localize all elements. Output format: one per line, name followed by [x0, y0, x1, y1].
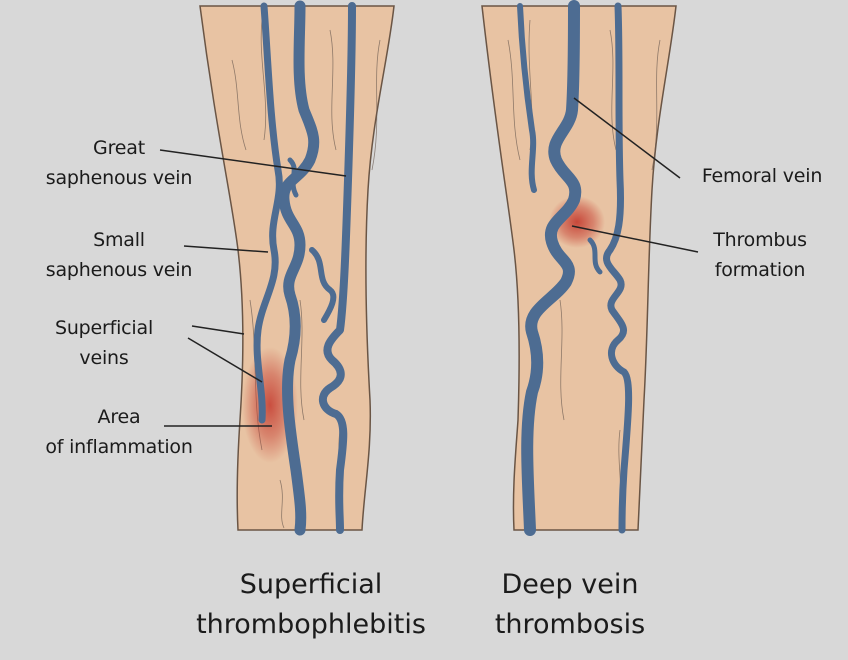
leader-superficial-1 [191, 325, 245, 335]
small-saphenous-vein-left [253, 2, 283, 424]
label-inflammation-line1: Area [97, 406, 141, 428]
caption-deep-vein-thrombosis: Deep vein thrombosis [470, 565, 670, 645]
label-great-saphenous: Great saphenous vein [14, 133, 224, 193]
label-thrombus: Thrombus formation [690, 225, 830, 285]
caption-right-line1: Deep vein [501, 569, 639, 600]
caption-superficial-thrombophlebitis: Superficial thrombophlebitis [166, 565, 456, 645]
label-small-saphenous-line1: Small [93, 229, 145, 251]
left-leg-veins [253, 0, 356, 536]
label-great-saphenous-line1: Great [93, 137, 145, 159]
leader-small-saphenous [183, 245, 269, 253]
leader-lines [159, 97, 699, 427]
label-inflammation-line2: of inflammation [45, 436, 193, 458]
label-femoral-vein-line1: Femoral vein [701, 165, 823, 187]
caption-left-line1: Superficial [239, 569, 383, 600]
label-femoral-vein: Femoral vein [680, 161, 844, 191]
label-thrombus-line2: formation [714, 259, 806, 281]
femoral-vein-right [521, 0, 582, 536]
label-small-saphenous: Small saphenous vein [14, 225, 224, 285]
deep-vein-branch-right [603, 2, 633, 534]
leader-thrombus [571, 225, 699, 253]
label-small-saphenous-line2: saphenous vein [45, 259, 193, 281]
label-thrombus-line1: Thrombus [713, 229, 807, 251]
great-saphenous-vein-left [278, 0, 320, 536]
leader-great-saphenous [159, 149, 347, 177]
leader-femoral [573, 97, 681, 179]
great-saphenous-branch-left [318, 2, 356, 534]
leader-superficial-2 [187, 337, 263, 383]
label-superficial-veins-line2: veins [79, 347, 129, 369]
label-inflammation: Area of inflammation [14, 402, 224, 462]
label-superficial-veins: Superficial veins [24, 313, 184, 373]
caption-right-line2: thrombosis [494, 609, 646, 640]
label-great-saphenous-line2: saphenous vein [45, 167, 193, 189]
label-superficial-veins-line1: Superficial [54, 317, 154, 339]
right-leg-veins [517, 0, 633, 536]
caption-left-line2: thrombophlebitis [196, 609, 426, 640]
